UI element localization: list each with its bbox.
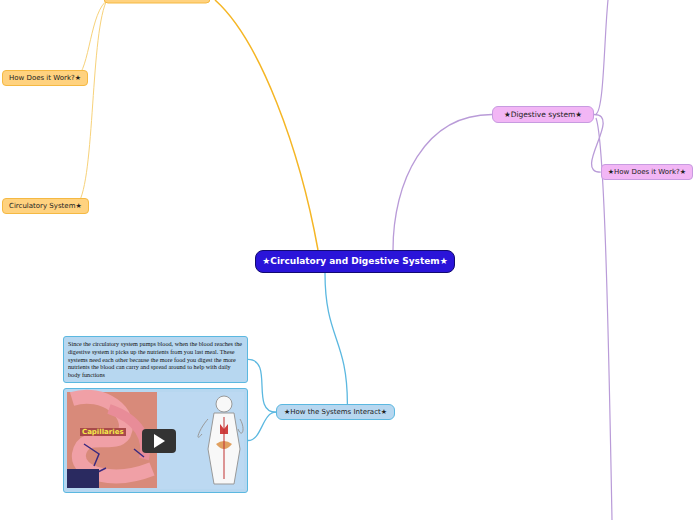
node-text: Since the circulatory system pumps blood… <box>68 340 243 379</box>
connector <box>325 273 347 404</box>
connector <box>592 115 604 173</box>
subtopic-box: How Does it Work?★ <box>2 70 88 86</box>
note-box: Since the circulatory system pumps blood… <box>63 336 248 383</box>
topic-box: ★How the Systems Interact★ <box>276 404 395 420</box>
node-text: ★How Does it Work?★ <box>608 168 686 176</box>
image-label: Capillaries <box>80 428 126 436</box>
subtopic-box: Circulatory System★ <box>2 198 89 214</box>
subtopic-box: ★How Does it Work?★ <box>601 164 693 180</box>
topic-box: ★Digestive system★ <box>492 106 594 123</box>
video-box: Capillaries <box>63 388 248 493</box>
node-text: ★Circulatory and Digestive System★ <box>262 256 448 267</box>
node-text: How Does it Work?★ <box>9 74 81 82</box>
connector <box>248 412 276 440</box>
node-text: ★Digestive system★ <box>499 110 587 119</box>
node-text: ★How the Systems Interact★ <box>283 408 388 416</box>
connector <box>393 115 492 251</box>
node-text: Circulatory System★ <box>9 202 82 210</box>
central-topic: ★Circulatory and Digestive System★ <box>255 250 455 273</box>
connector <box>248 359 276 412</box>
video-illustration <box>64 389 247 492</box>
